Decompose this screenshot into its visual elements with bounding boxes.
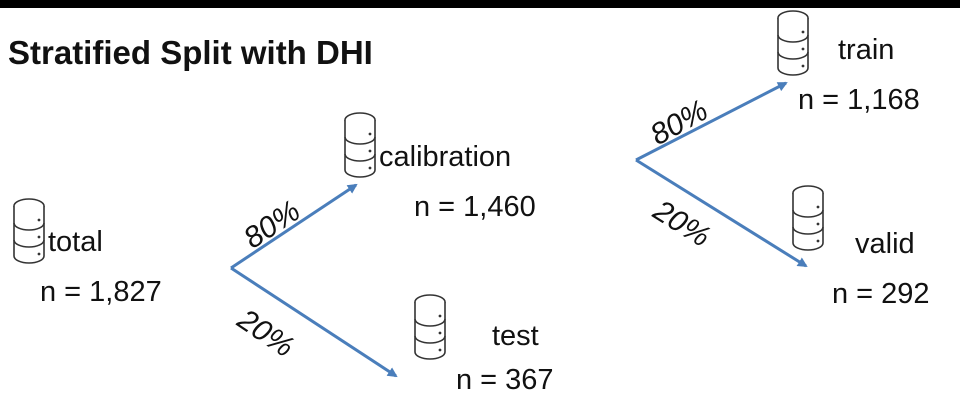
arrow-calibration-to-valid [635,158,808,268]
node-count-train: n = 1,168 [798,84,920,116]
node-label-test: test [492,320,539,352]
diagram-title: Stratified Split with DHI [8,34,373,71]
node-label-train: train [838,34,895,66]
arrow-calibration-to-train [635,81,788,162]
top-border [0,0,960,8]
database-icon [344,112,376,178]
node-label-total: total [48,226,103,258]
database-icon [414,294,446,360]
database-icon [792,185,824,251]
arrow-total-to-calibration [230,183,358,270]
node-count-valid: n = 292 [832,278,930,310]
node-count-calibration: n = 1,460 [414,191,536,223]
database-icon [777,10,809,76]
arrow-total-to-test [230,266,398,378]
database-icon [13,198,45,264]
node-label-calibration: calibration [379,141,512,173]
node-count-test: n = 367 [456,364,554,396]
node-label-valid: valid [855,228,915,260]
node-count-total: n = 1,827 [40,276,162,308]
